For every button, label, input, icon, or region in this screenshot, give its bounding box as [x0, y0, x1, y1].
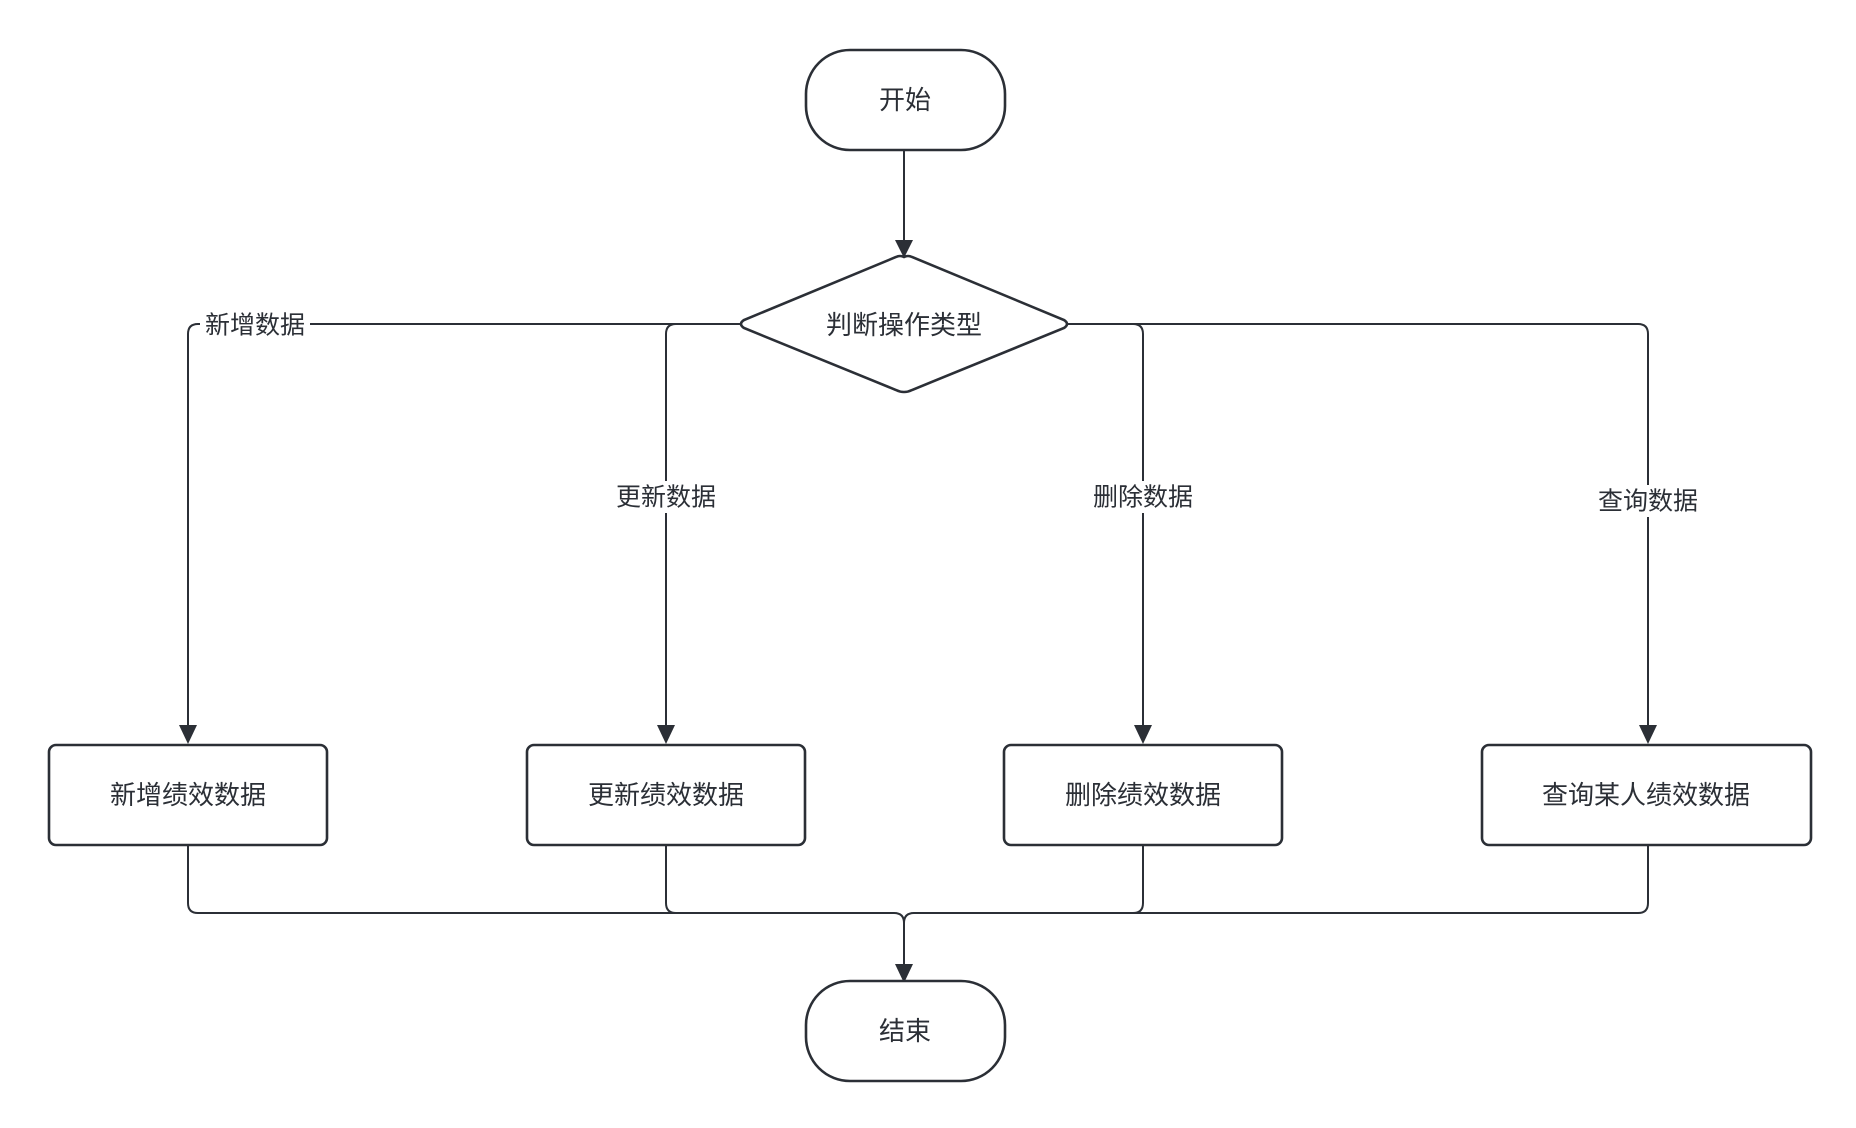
arrow-into-update	[657, 725, 675, 744]
edge-labels: 新增数据 更新数据 删除数据 查询数据	[200, 309, 1703, 517]
edge-label-query: 查询数据	[1598, 487, 1698, 516]
arrow-into-query	[1639, 725, 1657, 744]
node-query-label: 查询某人绩效数据	[1542, 781, 1750, 811]
edge-update-to-merge	[665, 846, 677, 914]
node-decision-label: 判断操作类型	[826, 311, 982, 341]
arrow-into-add	[179, 725, 197, 744]
node-start[interactable]: 开始	[804, 48, 1007, 152]
node-end-label: 结束	[879, 1017, 931, 1047]
edge-decision-to-update	[665, 323, 742, 725]
node-decision[interactable]: 判断操作类型	[739, 254, 1069, 394]
edge-add-to-merge	[187, 846, 905, 924]
node-update-label: 更新绩效数据	[588, 781, 744, 811]
node-start-label: 开始	[879, 86, 931, 116]
node-delete[interactable]: 删除绩效数据	[1002, 743, 1284, 847]
edge-query-to-merge	[903, 846, 1649, 924]
node-query[interactable]: 查询某人绩效数据	[1480, 743, 1813, 847]
edge-label-update: 更新数据	[616, 483, 716, 512]
node-add[interactable]: 新增绩效数据	[47, 743, 329, 847]
edge-label-add: 新增数据	[205, 311, 305, 340]
edge-delete-to-merge	[1132, 846, 1144, 914]
edge-decision-to-query	[1068, 323, 1649, 725]
arrow-into-delete	[1134, 725, 1152, 744]
node-add-label: 新增绩效数据	[110, 781, 266, 811]
arrow-into-decision	[895, 240, 913, 258]
node-update[interactable]: 更新绩效数据	[525, 743, 807, 847]
edge-label-delete: 删除数据	[1093, 483, 1193, 512]
edges	[179, 150, 1657, 983]
arrow-into-end	[895, 964, 913, 983]
node-end[interactable]: 结束	[804, 979, 1007, 1083]
node-delete-label: 删除绩效数据	[1065, 781, 1221, 811]
edge-decision-to-delete	[1068, 323, 1144, 725]
edge-decision-to-add	[187, 323, 742, 725]
